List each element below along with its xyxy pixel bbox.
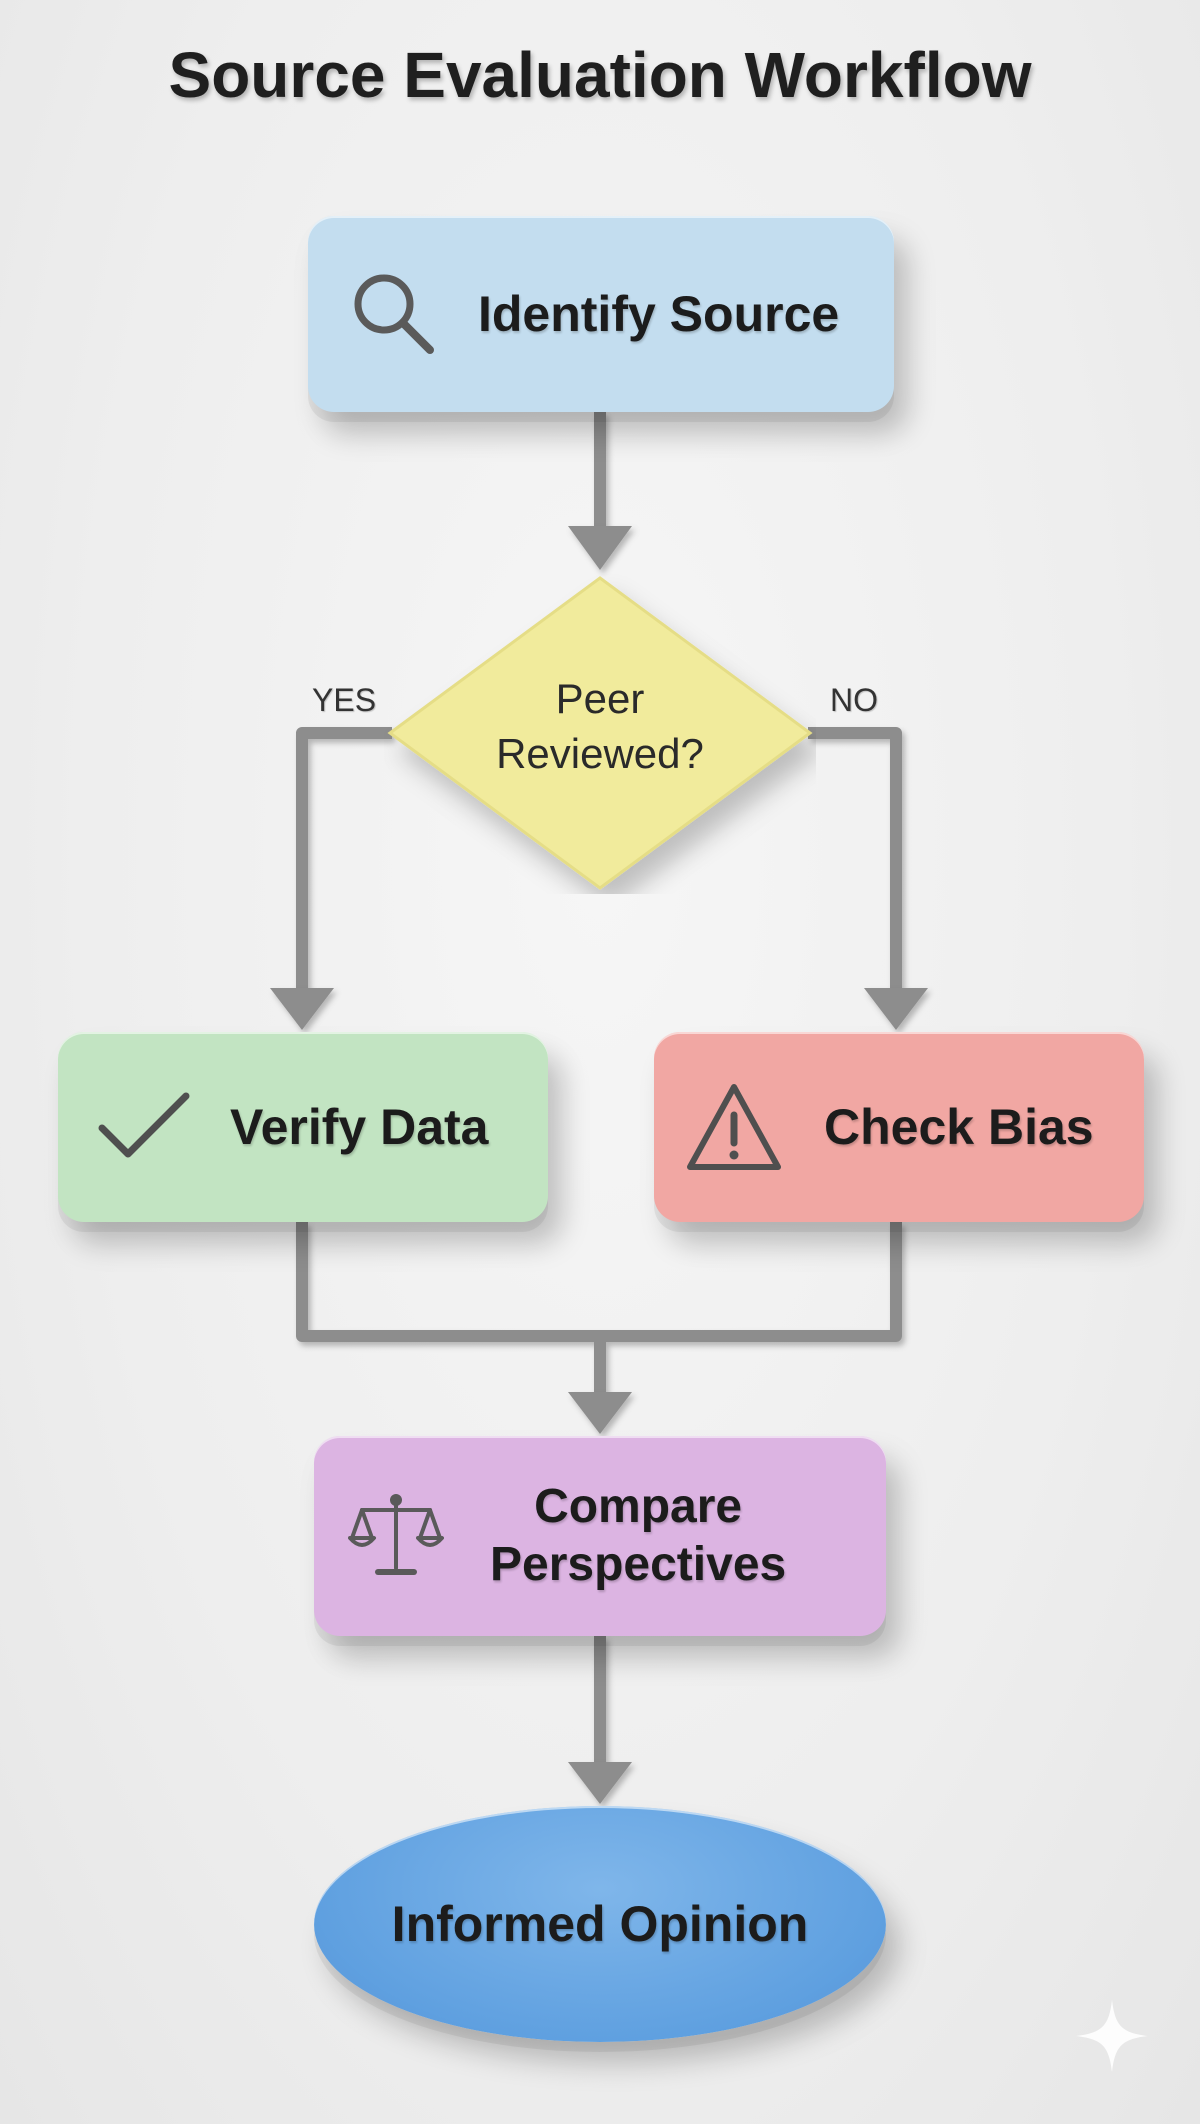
- magnifier-icon: [344, 264, 444, 364]
- decision-label: Peer Reviewed?: [384, 672, 816, 781]
- checkmark-icon: [94, 1082, 194, 1172]
- arrowhead-compare: [568, 1392, 632, 1434]
- branch-label-no: NO: [830, 682, 878, 718]
- warning-icon: [684, 1079, 784, 1175]
- sparkle-icon: [1076, 2000, 1148, 2072]
- identify-source-label: Identify Source: [478, 286, 840, 342]
- peer-reviewed-decision: [387, 576, 813, 890]
- arrowhead-decision: [568, 526, 632, 570]
- compare-perspectives-node: Compare Perspectives: [314, 1436, 886, 1636]
- connector-bias-to-merge: [600, 1222, 902, 1342]
- scales-icon: [348, 1488, 444, 1584]
- verify-data-label: Verify Data: [230, 1099, 489, 1155]
- check-bias-label: Check Bias: [824, 1099, 1094, 1155]
- arrowhead-opinion: [568, 1762, 632, 1804]
- connector-no-branch: [808, 727, 902, 990]
- identify-source-node: Identify Source: [308, 216, 894, 412]
- diagram-title: Source Evaluation Workflow: [168, 39, 1032, 111]
- decision-line-1: Peer: [555, 675, 645, 722]
- compare-line-2: Perspectives: [490, 1538, 787, 1591]
- arrowhead-verify: [270, 988, 334, 1030]
- compare-line-1: Compare: [534, 1480, 743, 1534]
- decision-line-2: Reviewed?: [496, 729, 704, 777]
- verify-data-node: Verify Data: [58, 1032, 548, 1222]
- branch-label-yes: YES: [312, 682, 377, 718]
- compare-perspectives-label: Compare Perspectives: [490, 1478, 786, 1593]
- arrowhead-bias: [864, 988, 928, 1030]
- informed-opinion-label: Informed Opinion: [391, 1896, 809, 1952]
- informed-opinion-node: Informed Opinion: [314, 1806, 886, 2042]
- check-bias-node: Check Bias: [654, 1032, 1144, 1222]
- connector-verify-to-merge: [296, 1222, 600, 1342]
- connector-yes-branch: [296, 727, 392, 990]
